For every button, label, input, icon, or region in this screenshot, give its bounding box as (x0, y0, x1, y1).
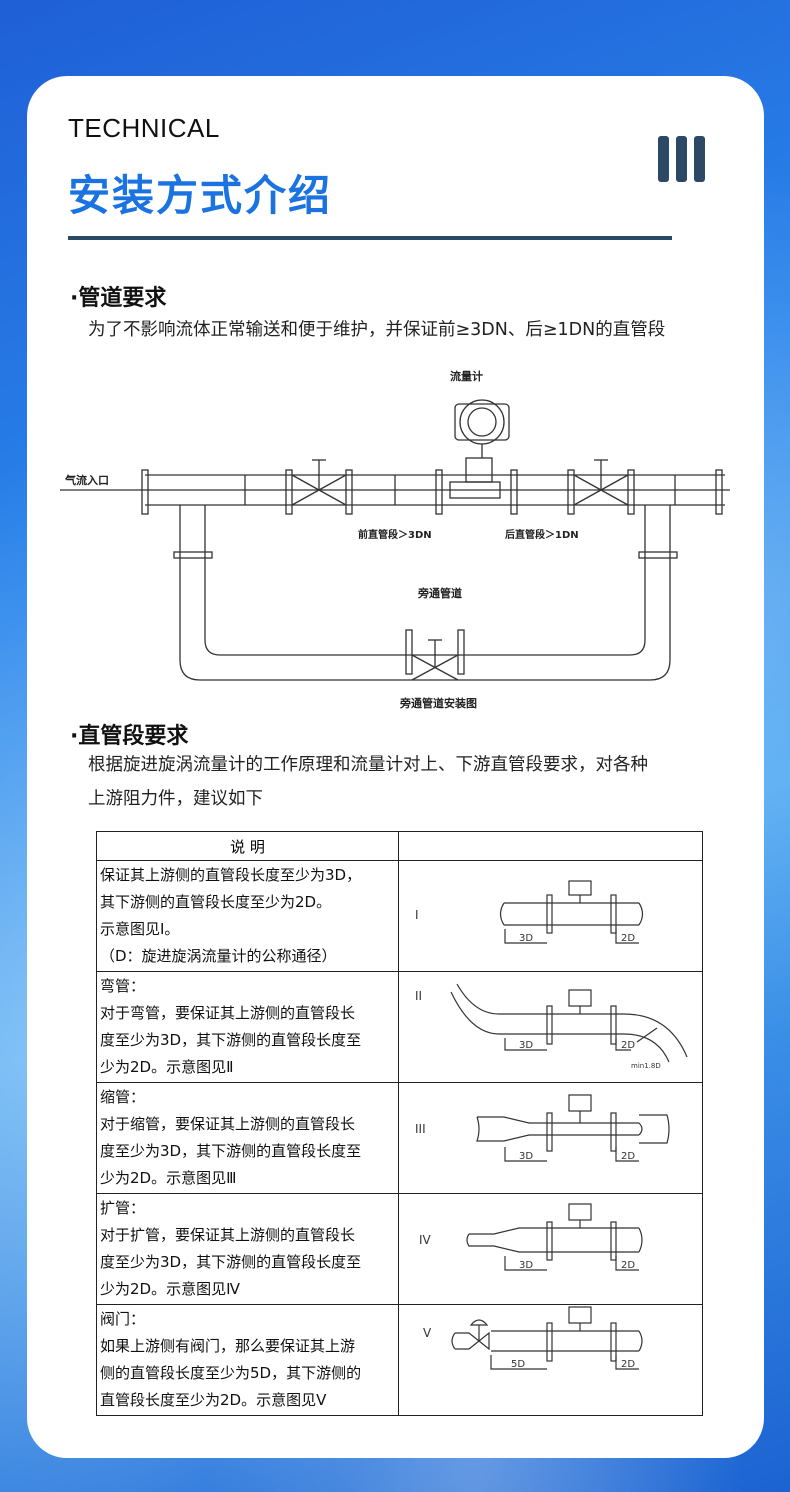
diagram-V: V 5D 2D (423, 1306, 643, 1370)
table-header-cell: 说 明 (96, 831, 399, 861)
table-row: 缩管： 对于缩管，要保证其上游侧的直管段长 度至少为3D，其下游侧的直管段长度至… (96, 1082, 703, 1194)
page-title: 安装方式介绍 (68, 171, 333, 220)
downstream-label: 2D (621, 1151, 635, 1162)
row-line: 少为2D。示意图见Ⅱ (100, 1058, 234, 1076)
numeral: II (415, 989, 422, 1003)
row-line: 扩管： (100, 1199, 146, 1217)
row-description: 弯管： 对于弯管，要保证其上游侧的直管段长 度至少为3D，其下游侧的直管段长度至… (97, 972, 398, 1082)
row-line: 弯管： (100, 977, 146, 995)
table-header-row: 说 明 (96, 831, 703, 861)
section-heading-pipe: ·管道要求 (70, 286, 167, 311)
row-line: 少为2D。示意图见Ⅲ (100, 1169, 237, 1187)
row-line: （D：旋进旋涡流量计的公称通径） (100, 947, 337, 965)
decorative-bars-icon (658, 136, 705, 182)
rear-straight-label: 后直管段＞1DN (505, 528, 579, 541)
front-straight-label: 前直管段＞3DN (358, 528, 432, 541)
row-description: 缩管： 对于缩管，要保证其上游侧的直管段长 度至少为3D，其下游侧的直管段长度至… (97, 1083, 398, 1193)
table-row: 扩管： 对于扩管，要保证其上游侧的直管段长 度至少为3D，其下游侧的直管段长度至… (96, 1193, 703, 1305)
row-line: 少为2D。示意图见Ⅳ (100, 1280, 240, 1298)
section-text-line2: 上游阻力件，建议如下 (88, 789, 263, 809)
diagram-I: I 3D 2D (415, 880, 644, 944)
row-line: 对于弯管，要保证其上游侧的直管段长 (100, 1004, 356, 1022)
row-description: 保证其上游侧的直管段长度至少为3D， 其下游侧的直管段长度至少为2D。 示意图见… (97, 861, 398, 971)
eyebrow-text: TECHNICAL (68, 113, 220, 143)
flowmeter-label: 流量计 (450, 369, 483, 383)
row-line: 其下游侧的直管段长度至少为2D。 (100, 893, 332, 911)
upstream-label: 3D (519, 933, 533, 944)
row-line: 缩管： (100, 1088, 146, 1106)
bypass-label: 旁通管道 (417, 586, 462, 600)
row-line: 如果上游侧有阀门，那么要保证其上游 (100, 1337, 356, 1355)
diagram-caption: 旁通管道安装图 (399, 696, 477, 710)
downstream-label: 2D (621, 1260, 635, 1271)
row-line: 度至少为3D，其下游侧的直管段长度至 (100, 1142, 362, 1160)
diagram-III: III 3D 2D (415, 1094, 670, 1162)
upstream-label: 3D (519, 1151, 533, 1162)
row-line: 保证其上游侧的直管段长度至少为3D， (100, 866, 362, 884)
row-line: 阀门： (100, 1310, 146, 1328)
row-description: 阀门： 如果上游侧有阀门，那么要保证其上游 侧的直管段长度至少为5D，其下游侧的… (97, 1305, 398, 1415)
row-line: 直管段长度至少为2D。示意图见Ⅴ (100, 1391, 327, 1409)
upstream-label: 5D (511, 1359, 525, 1370)
downstream-label: 2D (621, 933, 635, 944)
numeral: III (415, 1122, 426, 1136)
numeral: V (423, 1326, 432, 1340)
row-line: 对于缩管，要保证其上游侧的直管段长 (100, 1115, 356, 1133)
bypass-installation-diagram: 流量计 气流入口 前直管段＞3DN 后直管段＞1DN 旁通管道 旁通管道安装图 (60, 369, 730, 710)
numeral: IV (419, 1233, 432, 1247)
table-header-empty (398, 831, 703, 861)
table-row: 阀门： 如果上游侧有阀门，那么要保证其上游 侧的直管段长度至少为5D，其下游侧的… (96, 1304, 703, 1416)
downstream-label: 2D (621, 1040, 635, 1051)
section-heading-straight: ·直管段要求 (70, 724, 189, 749)
bend-radius-note: min1.8D (631, 1062, 661, 1070)
upstream-label: 3D (519, 1260, 533, 1271)
row-line: 度至少为3D，其下游侧的直管段长度至 (100, 1031, 362, 1049)
row-description: 扩管： 对于扩管，要保证其上游侧的直管段长 度至少为3D，其下游侧的直管段长度至… (97, 1194, 398, 1304)
diagram-IV: IV 3D 2D (419, 1203, 643, 1271)
row-line: 对于扩管，要保证其上游侧的直管段长 (100, 1226, 356, 1244)
table-row: 弯管： 对于弯管，要保证其上游侧的直管段长 度至少为3D，其下游侧的直管段长度至… (96, 971, 703, 1083)
row-line: 度至少为3D，其下游侧的直管段长度至 (100, 1253, 362, 1271)
diagram-II: II 3D 2D min1.8D (415, 983, 688, 1070)
section-text-line1: 根据旋进旋涡流量计的工作原理和流量计对上、下游直管段要求，对各种 (88, 755, 648, 775)
numeral: I (415, 908, 419, 922)
downstream-label: 2D (621, 1359, 635, 1370)
title-divider (68, 236, 672, 240)
upstream-label: 3D (519, 1040, 533, 1051)
row-line: 侧的直管段长度至少为5D，其下游侧的 (100, 1364, 362, 1382)
table-row: 保证其上游侧的直管段长度至少为3D， 其下游侧的直管段长度至少为2D。 示意图见… (96, 860, 703, 972)
row-line: 示意图见Ⅰ。 (100, 920, 180, 938)
section-text-pipe: 为了不影响流体正常输送和便于维护，并保证前≥3DN、后≥1DN的直管段 (88, 320, 666, 340)
inlet-label: 气流入口 (64, 473, 109, 487)
requirements-table: 说 明 保证其上游侧的直管段长度至少为3D， 其下游侧的直管段长度至少为2D。 … (96, 831, 703, 1416)
